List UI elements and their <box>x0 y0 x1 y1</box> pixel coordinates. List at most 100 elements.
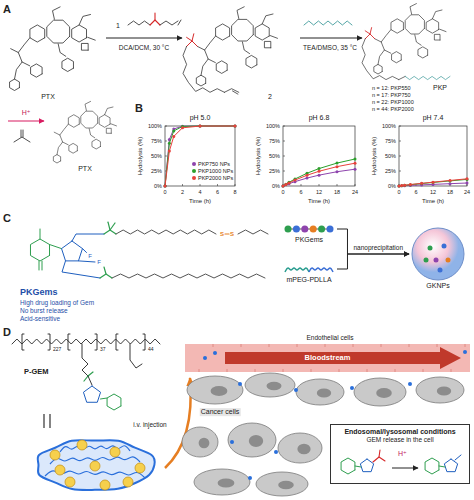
label: 50% <box>385 153 396 159</box>
node-text: mPEG-PDLLA <box>286 276 331 284</box>
label: 6 <box>299 189 302 195</box>
connector <box>337 229 409 254</box>
bond <box>54 132 60 135</box>
bond <box>425 458 439 474</box>
label: F <box>97 259 101 266</box>
bond <box>187 37 192 41</box>
bond <box>237 7 244 19</box>
bond <box>150 20 160 25</box>
cell <box>182 427 218 457</box>
bond <box>415 35 421 45</box>
nanoparticle-dot <box>213 351 217 355</box>
tick-mark <box>165 126 167 127</box>
data-point <box>287 181 290 184</box>
bead <box>301 226 308 233</box>
nanoparticle-dot <box>274 450 278 454</box>
bond <box>255 24 269 40</box>
label: n = 22: PKP1000 <box>372 99 414 105</box>
data-point <box>403 184 406 187</box>
data-point <box>164 185 167 188</box>
node-text: PKGems <box>295 236 323 244</box>
bond <box>11 49 19 53</box>
cell-wall <box>465 344 466 347</box>
node-text: GEM release in the cell <box>334 436 466 443</box>
icon <box>283 222 335 236</box>
reaction-scheme: H⁺ <box>334 446 466 480</box>
node-text: pH 7.4 <box>399 114 467 122</box>
pdlla-chain <box>309 268 333 272</box>
bond <box>399 76 405 79</box>
legend-swatch <box>192 169 196 173</box>
bond <box>15 38 30 79</box>
tick-mark <box>283 156 285 157</box>
reaction-arrow <box>392 467 418 468</box>
data-point <box>199 125 202 128</box>
bond <box>440 29 446 31</box>
tick-mark <box>182 184 183 186</box>
bond <box>104 230 116 234</box>
label: 1 <box>116 22 120 30</box>
label: 75% <box>151 138 162 144</box>
tick-mark <box>165 141 167 142</box>
label: 0 <box>397 189 400 195</box>
bond <box>30 25 45 42</box>
data-point <box>420 182 423 185</box>
data-point <box>294 179 297 182</box>
bond <box>62 241 83 261</box>
label: PTX <box>41 93 55 101</box>
bond <box>110 223 115 230</box>
label: n = 17: PKP750 <box>372 92 411 98</box>
bond <box>355 466 361 467</box>
node-text: pH 5.0 <box>165 114 235 122</box>
bond <box>154 13 155 20</box>
drug-bead <box>438 268 443 273</box>
bond <box>384 50 390 53</box>
bond <box>99 115 110 128</box>
cell-wall <box>297 344 298 347</box>
data-point <box>336 170 339 173</box>
plot-frame <box>165 126 235 186</box>
cell <box>194 469 250 495</box>
cell-nucleus <box>437 386 451 395</box>
data-point <box>354 158 357 161</box>
molecule-structure <box>10 7 96 91</box>
data-point <box>466 182 469 185</box>
label: 2 <box>268 93 272 101</box>
cell <box>278 433 322 463</box>
data-point <box>234 125 237 128</box>
cell-wall <box>325 344 326 347</box>
data-point <box>164 185 167 188</box>
bond <box>116 334 118 350</box>
data-point <box>449 179 452 182</box>
data-point <box>449 179 452 182</box>
data-line <box>283 159 355 186</box>
cell-nucleus <box>218 478 235 487</box>
molecule-structure <box>362 4 450 80</box>
tick-mark <box>165 156 167 157</box>
label: 25% <box>151 168 162 174</box>
bond <box>242 42 249 54</box>
label: 25% <box>269 168 280 174</box>
label: 100% <box>148 123 162 129</box>
bond <box>264 41 270 47</box>
bond <box>108 222 110 230</box>
bond <box>68 334 70 350</box>
bond <box>10 79 20 90</box>
bond <box>405 15 424 34</box>
bond <box>192 34 194 41</box>
p-gem-structure <box>12 334 160 410</box>
data-point <box>318 174 321 177</box>
bond <box>426 19 438 33</box>
legend-item: PKP1000 NPs <box>192 168 233 174</box>
tick-mark <box>283 171 285 172</box>
label: F <box>88 253 92 260</box>
bond <box>92 139 100 149</box>
label: n = 12: PKP550 <box>372 85 411 91</box>
data-point <box>287 182 290 185</box>
data-line <box>165 126 235 186</box>
bond <box>391 19 403 33</box>
bond <box>216 61 227 74</box>
bond <box>22 62 30 66</box>
edge-label: nanoprecipitation <box>352 244 404 251</box>
legend-swatch <box>192 176 196 180</box>
